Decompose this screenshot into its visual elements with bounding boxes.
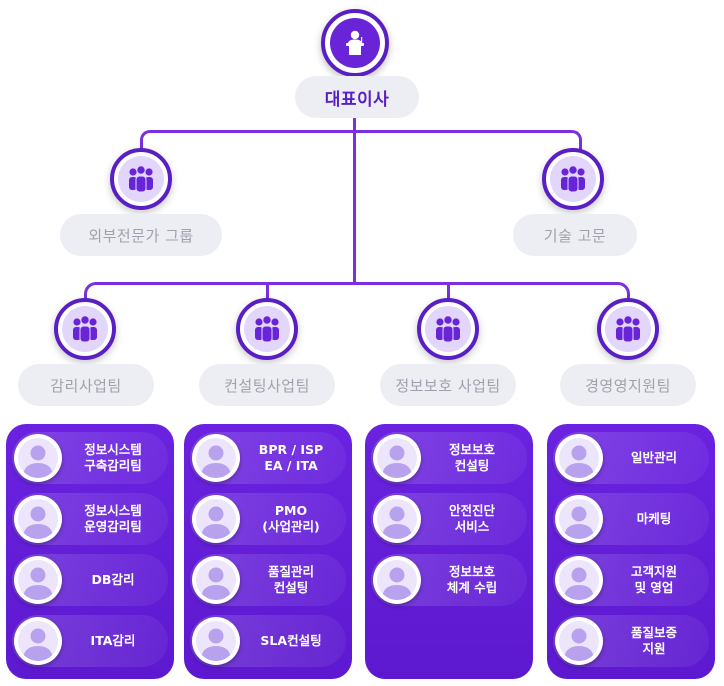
person-avatar-icon [14, 434, 62, 482]
division-label-management: 경영영지원팀 [560, 364, 696, 406]
connector-div3-drop [447, 284, 450, 304]
person-avatar-icon [555, 556, 603, 604]
team-item: 정보시스템 구축감리팀 [12, 432, 168, 484]
connector-advisory-left-corner [140, 130, 156, 146]
team-panel-audit: 정보시스템 구축감리팀 정보시스템 운영감리팀 DB감리 ITA감리 [6, 424, 174, 679]
team-label: 정보시스템 구축감리팀 [84, 442, 142, 473]
team-panel-security: 정보보호 컨설팅 안전진단 서비스 정보보호 체계 수립 [365, 424, 533, 679]
connector-divisions-horizontal [96, 282, 618, 285]
person-avatar-icon [192, 495, 240, 543]
team-item: BPR / ISP EA / ITA [190, 432, 346, 484]
person-avatar-icon [14, 495, 62, 543]
team-label: SLA컨설팅 [260, 633, 322, 648]
team-item: 마케팅 [553, 493, 709, 545]
team-label: 품질보증 지원 [630, 625, 677, 656]
team-item: SLA컨설팅 [190, 615, 346, 667]
team-label: 안전진단 서비스 [448, 503, 495, 534]
team-label: BPR / ISP EA / ITA [258, 442, 324, 473]
person-avatar-icon [14, 556, 62, 604]
person-avatar-icon [14, 617, 62, 665]
team-label: 정보보호 체계 수립 [446, 564, 498, 595]
division-label-security: 정보보호 사업팀 [380, 364, 516, 406]
team-panel-management: 일반관리 마케팅 고객지원 및 영업 품질보증 지원 [547, 424, 715, 679]
team-panel-consulting: BPR / ISP EA / ITA PMO (사업관리) 품질관리 컨설팅 S… [184, 424, 352, 679]
team-item: PMO (사업관리) [190, 493, 346, 545]
people-group-icon [597, 298, 659, 360]
podium-person-icon [321, 9, 389, 77]
connector-ceo-down [353, 118, 356, 284]
people-group-icon [542, 148, 604, 210]
person-avatar-icon [192, 434, 240, 482]
division-label-audit: 감리사업팀 [18, 364, 154, 406]
team-label: PMO (사업관리) [262, 503, 320, 534]
team-item: 안전진단 서비스 [371, 493, 527, 545]
people-group-icon [417, 298, 479, 360]
connector-advisory-horizontal [150, 130, 572, 133]
team-item: 일반관리 [553, 432, 709, 484]
team-label: 마케팅 [636, 511, 672, 526]
team-item: 품질관리 컨설팅 [190, 554, 346, 606]
person-avatar-icon [373, 556, 421, 604]
team-label: 일반관리 [630, 450, 677, 465]
ceo-label: 대표이사 [295, 76, 419, 118]
team-label: 정보시스템 운영감리팀 [84, 503, 142, 534]
people-group-icon [110, 148, 172, 210]
team-item: DB감리 [12, 554, 168, 606]
person-avatar-icon [192, 617, 240, 665]
person-avatar-icon [555, 434, 603, 482]
team-label: ITA감리 [90, 633, 136, 648]
team-item: 품질보증 지원 [553, 615, 709, 667]
team-label: 정보보호 컨설팅 [448, 442, 495, 473]
connector-div-left-corner [84, 282, 102, 300]
connector-advisory-right-corner [566, 130, 582, 146]
team-item: 정보보호 체계 수립 [371, 554, 527, 606]
person-avatar-icon [555, 617, 603, 665]
division-label-consulting: 컨설팅사업팀 [199, 364, 335, 406]
team-label: 품질관리 컨설팅 [267, 564, 314, 595]
person-avatar-icon [373, 434, 421, 482]
team-item: ITA감리 [12, 615, 168, 667]
person-avatar-icon [373, 495, 421, 543]
team-item: 정보시스템 운영감리팀 [12, 493, 168, 545]
advisory-label-tech: 기술 고문 [513, 214, 637, 256]
advisory-label-external: 외부전문가 그룹 [60, 214, 222, 256]
connector-div-right-corner [612, 282, 630, 300]
connector-div2-drop [266, 284, 269, 304]
team-label: DB감리 [91, 572, 135, 587]
team-item: 정보보호 컨설팅 [371, 432, 527, 484]
people-group-icon [54, 298, 116, 360]
team-item: 고객지원 및 영업 [553, 554, 709, 606]
team-label: 고객지원 및 영업 [630, 564, 677, 595]
person-avatar-icon [555, 495, 603, 543]
person-avatar-icon [192, 556, 240, 604]
people-group-icon [236, 298, 298, 360]
